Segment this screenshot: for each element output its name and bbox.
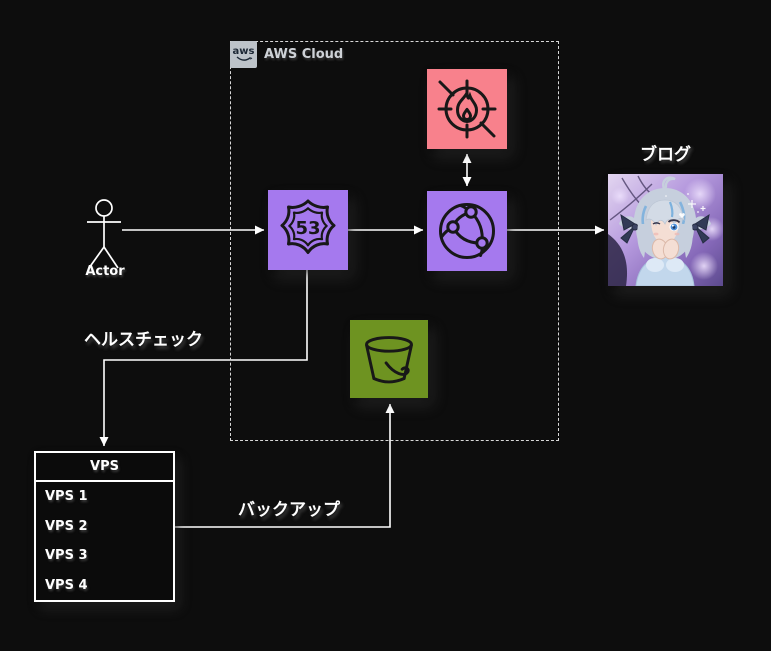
stick-figure-icon [87, 199, 121, 269]
blog-avatar-image[interactable] [608, 174, 723, 286]
aws-cloud-container: aws AWS Cloud [230, 41, 559, 441]
route53-shield-number: 53 [295, 218, 320, 239]
vps-row: VPS 1 [45, 489, 88, 505]
vps-table[interactable]: VPS VPS 1 VPS 2 VPS 3 VPS 4 [34, 451, 175, 602]
route53-shield-icon: 53 [280, 199, 336, 254]
blog-label: ブログ [640, 145, 691, 165]
aws-logo-icon: aws [230, 41, 257, 68]
anime-avatar-image [608, 174, 723, 286]
flame-target-icon [437, 79, 497, 139]
vps-row: VPS 4 [45, 577, 88, 593]
edge-label-health-check: ヘルスチェック [84, 330, 203, 350]
node-route53[interactable]: 53 [268, 190, 348, 270]
node-firewall[interactable] [427, 69, 507, 149]
node-cloudfront[interactable] [427, 191, 507, 271]
actor-label: Actor [85, 264, 125, 279]
vps-table-header: VPS [36, 453, 173, 482]
edge-label-backup: バックアップ [238, 500, 340, 520]
aws-logo-text: aws [232, 46, 255, 57]
aws-smile-icon [236, 56, 252, 61]
bucket-icon [365, 336, 413, 384]
globe-network-icon [439, 203, 495, 259]
node-s3-bucket[interactable] [350, 320, 428, 398]
vps-row: VPS 2 [45, 518, 88, 534]
aws-cloud-label: AWS Cloud [264, 47, 344, 62]
actor-figure[interactable] [82, 195, 128, 273]
vps-row: VPS 3 [45, 548, 88, 564]
